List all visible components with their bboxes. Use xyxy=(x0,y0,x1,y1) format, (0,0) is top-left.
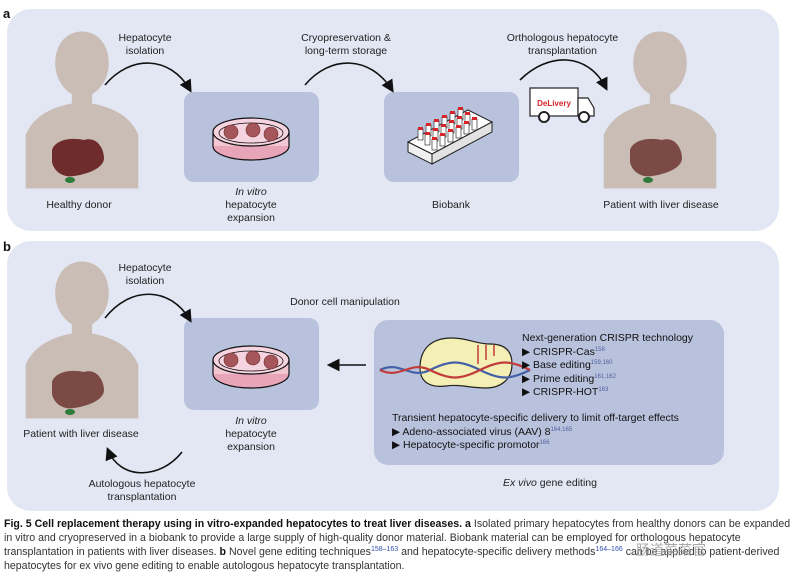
petri-dish-icon-a xyxy=(212,117,290,161)
gene-editing-text: gene editing xyxy=(536,477,597,489)
caption-ref: 158–163 xyxy=(370,546,399,553)
caption-b-marker: b xyxy=(219,546,227,558)
healthy-liver-icon xyxy=(52,138,104,177)
figure-caption: Fig. 5 Cell replacement therapy using in… xyxy=(4,518,791,572)
caption-fig: Fig. 5 xyxy=(4,518,32,530)
arrow-transplantation-a xyxy=(519,59,608,91)
label-isolation-b: Hepatocyte isolation xyxy=(118,262,172,287)
caption-ref: 164–166 xyxy=(595,546,623,553)
label-transplantation-a: Orthologous hepatocyte transplantation xyxy=(506,32,619,57)
label-in-vitro-b: In vitro xyxy=(235,415,267,427)
label-isolation-a: Hepatocyte isolation xyxy=(118,32,172,57)
delivery-title: Transient hepatocyte-specific delivery t… xyxy=(392,412,679,424)
arrow-autologous-return xyxy=(105,447,183,474)
label-patient-a: Patient with liver disease xyxy=(603,199,719,211)
crispr-item: ▶ CRISPR-HOT163 xyxy=(522,386,609,398)
crispr-item: ▶ CRISPR-Cas158 xyxy=(522,345,605,358)
crispr-title: Next-generation CRISPR technology xyxy=(522,332,694,344)
label-donor-manipulation: Donor cell manipulation xyxy=(290,296,400,308)
truck-brand-text: DeLivery xyxy=(537,99,571,108)
arrow-isolation-b xyxy=(104,293,192,323)
delivery-item: ▶ Hepatocyte-specific promotor166 xyxy=(392,439,550,451)
crispr-item: ▶ Prime editing161,162 xyxy=(522,372,616,385)
label-patient-b: Patient with liver disease xyxy=(23,428,139,440)
watermark: 肠道菜菜官 xyxy=(636,542,706,558)
caption-a-text: Isolated primary hepatocytes from health… xyxy=(4,518,791,558)
crispr-item: ▶ Base editing159,160 xyxy=(522,359,613,371)
label-healthy-donor: Healthy donor xyxy=(46,199,112,211)
arrow-cryopreservation xyxy=(304,62,394,93)
caption-a-marker: a xyxy=(465,518,471,530)
label-biobank: Biobank xyxy=(432,199,470,211)
caption-title: Cell replacement therapy using in vitro-… xyxy=(34,518,463,530)
label-cryopreservation: Cryopreservation & long-term storage xyxy=(301,32,391,57)
delivery-list: Transient hepatocyte-specific delivery t… xyxy=(392,412,679,453)
crispr-cas-dna-icon xyxy=(379,337,531,389)
caption-b-text: Novel gene editing techniques xyxy=(228,546,371,558)
diseased-liver-icon-a xyxy=(630,138,682,177)
panel-b-label: b xyxy=(3,239,11,254)
ex-vivo-text: Ex vivo xyxy=(503,477,537,489)
label-autologous: Autologous hepatocyte transplantation xyxy=(88,478,196,503)
panel-a-label: a xyxy=(3,6,11,21)
diseased-liver-icon-b xyxy=(52,370,104,409)
petri-dish-icon-b xyxy=(212,345,290,389)
diagram-graphics: DeLivery xyxy=(25,31,717,474)
delivery-item: ▶ Adeno-associated virus (AAV) 8164,165 xyxy=(392,425,573,438)
label-in-vitro-a: In vitro xyxy=(235,186,267,198)
crispr-list: Next-generation CRISPR technology ▶ CRIS… xyxy=(522,332,693,400)
label-expansion-b: hepatocyte expansion xyxy=(225,428,277,453)
delivery-truck-icon: DeLivery xyxy=(529,87,595,123)
biobank-rack-icon xyxy=(406,107,494,165)
label-ex-vivo-editing: Ex vivo gene editing xyxy=(470,477,630,490)
arrow-isolation-a xyxy=(104,62,192,93)
label-expansion-a: hepatocyte expansion xyxy=(225,199,277,224)
